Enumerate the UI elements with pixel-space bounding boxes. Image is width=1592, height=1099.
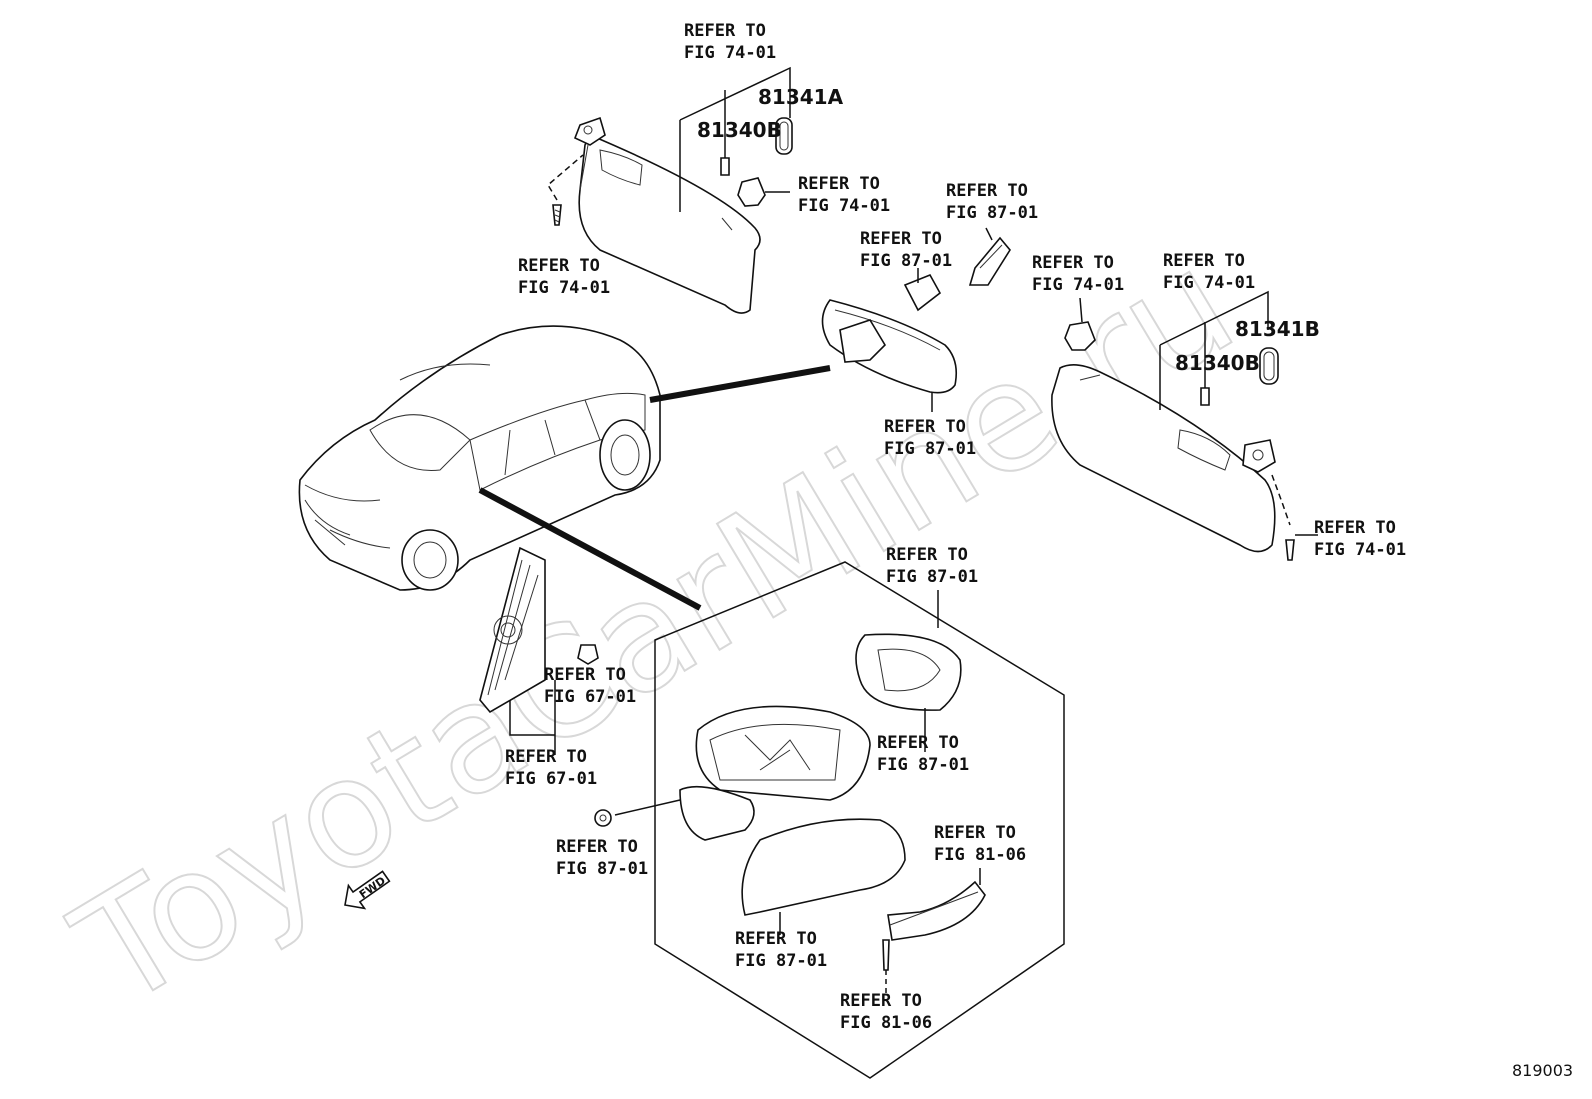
svg-text:FIG 74-01: FIG 74-01 [684, 43, 776, 63]
label-lamp-screw: REFER TO FIG 81-06 [840, 991, 932, 1033]
door-trim-panel [479, 546, 546, 714]
label-outer-mirror-top: REFER TO FIG 87-01 [886, 545, 978, 587]
svg-text:REFER TO: REFER TO [1163, 251, 1245, 271]
lamp-screw [882, 939, 890, 971]
label-visor-l-screw: REFER TO FIG 74-01 [518, 256, 610, 298]
label-mirror-cover: REFER TO FIG 87-01 [735, 929, 827, 971]
svg-text:REFER TO: REFER TO [840, 991, 922, 1011]
label-mirror-nut: REFER TO FIG 87-01 [556, 837, 648, 879]
car-outline [298, 325, 661, 591]
svg-text:FIG 74-01: FIG 74-01 [798, 196, 890, 216]
part-number-81341A: 81341A [758, 85, 844, 109]
outer-mirror-frame [654, 561, 1065, 1079]
svg-text:REFER TO: REFER TO [860, 229, 942, 249]
right-sun-visor [1051, 364, 1276, 553]
svg-text:FIG 87-01: FIG 87-01 [884, 439, 976, 459]
label-inner-mirror: REFER TO FIG 87-01 [884, 417, 976, 459]
part-number-81340B-left: 81340B [697, 118, 782, 142]
svg-text:FIG 81-06: FIG 81-06 [934, 845, 1026, 865]
svg-text:FIG 87-01: FIG 87-01 [860, 251, 952, 271]
svg-text:FIG 74-01: FIG 74-01 [1163, 273, 1255, 293]
mirror-glass [855, 633, 962, 711]
svg-text:FIG 74-01: FIG 74-01 [1314, 540, 1406, 560]
right-visor-pin [1200, 387, 1210, 406]
diagram-number: 819003 [1512, 1061, 1573, 1080]
label-visor-l-top: REFER TO FIG 74-01 [684, 21, 776, 63]
mirror-housing [679, 705, 871, 841]
svg-text:REFER TO: REFER TO [556, 837, 638, 857]
svg-text:REFER TO: REFER TO [886, 545, 968, 565]
left-visor-ring [775, 117, 793, 155]
part-number-81340B-right: 81340B [1175, 351, 1260, 375]
svg-text:FIG 81-06: FIG 81-06 [840, 1013, 932, 1033]
svg-text:FIG 87-01: FIG 87-01 [877, 755, 969, 775]
mirror-cover [741, 818, 906, 916]
right-visor-ring [1259, 347, 1279, 385]
label-trim-panel: REFER TO FIG 67-01 [505, 747, 597, 789]
svg-text:REFER TO: REFER TO [1314, 518, 1396, 538]
svg-text:FIG 87-01: FIG 87-01 [886, 567, 978, 587]
svg-text:FIG 74-01: FIG 74-01 [1032, 275, 1124, 295]
svg-text:REFER TO: REFER TO [946, 181, 1028, 201]
svg-text:REFER TO: REFER TO [934, 823, 1016, 843]
label-visor-l-clip: REFER TO FIG 74-01 [798, 174, 890, 216]
label-trim-nut: REFER TO FIG 67-01 [544, 665, 636, 707]
label-mirror-bracket-2: REFER TO FIG 87-01 [946, 181, 1038, 223]
svg-text:FIG 67-01: FIG 67-01 [544, 687, 636, 707]
svg-text:FIG 74-01: FIG 74-01 [518, 278, 610, 298]
label-visor-r-screw: REFER TO FIG 74-01 [1314, 518, 1406, 560]
part-number-81341B: 81341B [1235, 317, 1320, 341]
left-visor-pin [720, 157, 730, 176]
right-visor-screw [1285, 539, 1295, 561]
label-mirror-glass: REFER TO FIG 87-01 [877, 733, 969, 775]
left-visor-screw [552, 204, 562, 226]
label-mirror-bracket-1: REFER TO FIG 87-01 [860, 229, 952, 271]
svg-text:REFER TO: REFER TO [798, 174, 880, 194]
svg-text:FIG 87-01: FIG 87-01 [946, 203, 1038, 223]
svg-text:REFER TO: REFER TO [884, 417, 966, 437]
svg-text:FIG 87-01: FIG 87-01 [735, 951, 827, 971]
left-visor-clip [737, 177, 766, 207]
svg-text:FIG 87-01: FIG 87-01 [556, 859, 648, 879]
label-visor-r-top: REFER TO FIG 74-01 [1163, 251, 1255, 293]
svg-text:REFER TO: REFER TO [505, 747, 587, 767]
trim-nut [577, 644, 599, 665]
label-turn-lamp: REFER TO FIG 81-06 [934, 823, 1026, 865]
mirror-nut [594, 809, 612, 827]
label-visor-r-clip: REFER TO FIG 74-01 [1032, 253, 1124, 295]
right-visor-clip [1064, 321, 1096, 351]
svg-text:REFER TO: REFER TO [1032, 253, 1114, 273]
mirror-bracket-small [903, 273, 942, 312]
svg-text:REFER TO: REFER TO [518, 256, 600, 276]
mirror-bracket-cover [968, 236, 1011, 286]
svg-text:REFER TO: REFER TO [877, 733, 959, 753]
svg-text:REFER TO: REFER TO [544, 665, 626, 685]
svg-text:REFER TO: REFER TO [735, 929, 817, 949]
svg-text:REFER TO: REFER TO [684, 21, 766, 41]
inner-rear-view-mirror [821, 299, 958, 394]
turn-signal-lamp [887, 880, 986, 941]
left-sun-visor [573, 116, 761, 314]
svg-text:FIG 67-01: FIG 67-01 [505, 769, 597, 789]
